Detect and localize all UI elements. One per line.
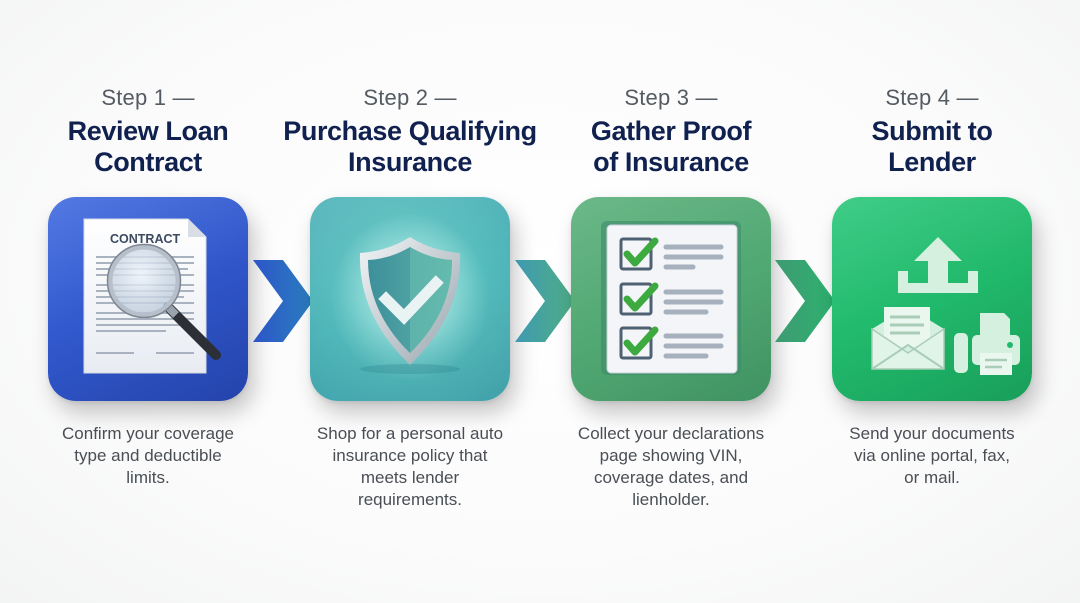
description-line: lienholder.: [632, 490, 710, 509]
description-line: via online portal, fax,: [854, 446, 1010, 465]
step-title: Review Loan Contract: [68, 116, 229, 180]
description-line: type and deductible: [74, 446, 222, 465]
step-description: Send your documents via online portal, f…: [817, 423, 1047, 489]
chevron-right-icon: [775, 260, 835, 342]
mail-icon: [871, 307, 945, 370]
step-description: Collect your declarations page showing V…: [556, 423, 786, 511]
checklist-icon: [601, 221, 741, 375]
step-title-line: Contract: [94, 147, 202, 177]
description-line: Collect your declarations: [577, 424, 765, 443]
step-description: Shop for a personal auto insurance polic…: [295, 423, 525, 511]
step-3: Step 3 — Gather Proof of Insurance: [541, 0, 801, 511]
upload-icon: [914, 237, 962, 283]
step-1-tile: CONTRACT: [48, 197, 248, 401]
step-1: Step 1 — Review Loan Contract CONTRACT: [18, 0, 278, 489]
step-title-line: Purchase Qualifying: [283, 116, 537, 146]
step-label: Step 1 —: [101, 85, 195, 110]
step-4-tile: [832, 197, 1032, 401]
step-3-tile: [571, 197, 771, 401]
chevron-right-icon: [515, 260, 575, 342]
contract-magnifier-icon: CONTRACT: [83, 218, 221, 374]
step-title: Submit to Lender: [872, 116, 993, 180]
step-title-line: Gather Proof: [590, 116, 752, 146]
description-line: coverage dates, and: [593, 468, 749, 487]
step-title: Gather Proof of Insurance: [590, 116, 752, 180]
step-title: Purchase Qualifying Insurance: [283, 116, 537, 180]
description-line: Shop for a personal auto: [316, 424, 504, 443]
chevron-right-icon: [253, 260, 313, 342]
description-line: page showing VIN,: [599, 446, 743, 465]
step-label: Step 4 —: [885, 85, 979, 110]
description-line: Send your documents: [849, 424, 1015, 443]
step-title-line: Submit to: [871, 116, 993, 146]
step-title-line: Review Loan: [67, 116, 229, 146]
step-title-line: Insurance: [348, 147, 472, 177]
svg-text:CONTRACT: CONTRACT: [110, 232, 180, 246]
description-line: Confirm your coverage: [62, 424, 234, 443]
description-line: insurance policy that: [332, 446, 488, 465]
step-label: Step 3 —: [624, 85, 718, 110]
upload-mail-fax-icon: [871, 237, 1020, 375]
shield-check-icon: [330, 213, 490, 381]
fax-icon: [954, 313, 1020, 375]
step-description: Confirm your coverage type and deductibl…: [33, 423, 263, 489]
description-line: requirements.: [358, 490, 462, 509]
step-2-tile: [310, 197, 510, 401]
step-title-line: Lender: [888, 147, 976, 177]
step-label: Step 2 —: [363, 85, 457, 110]
step-2: Step 2 — Purchase Qualifying Insurance S…: [280, 0, 540, 511]
description-line: or mail.: [904, 468, 960, 487]
description-line: meets lender: [360, 468, 460, 487]
description-line: limits.: [126, 468, 170, 487]
step-title-line: of Insurance: [593, 147, 749, 177]
step-4: Step 4 — Submit to Lender: [802, 0, 1062, 489]
